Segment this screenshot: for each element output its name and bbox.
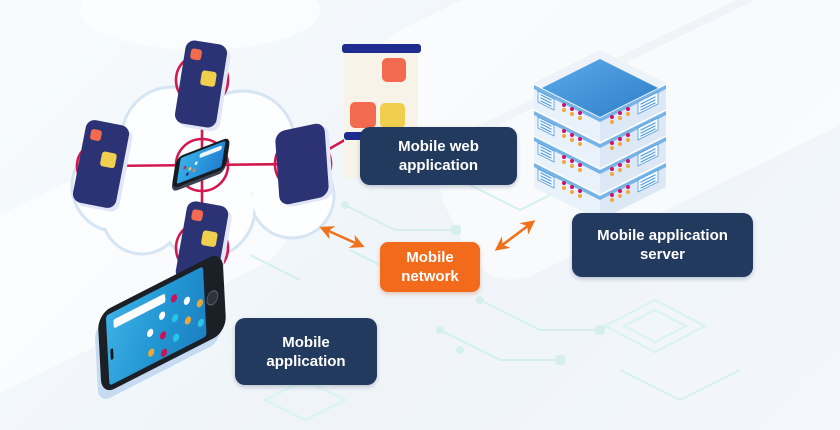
hub-phone-screen: [176, 140, 226, 185]
hub-dot: [188, 166, 192, 172]
label-mobile-network: Mobile network: [380, 242, 480, 292]
hub-phone-statusbar: [199, 145, 223, 159]
hub-dot: [192, 168, 196, 173]
server-body: [533, 50, 667, 221]
smartphone-home-button: [206, 287, 219, 308]
app-dot: [170, 292, 178, 304]
app-tile-yellow: [200, 230, 219, 248]
arrow-cloud-network: [319, 226, 365, 248]
app-dot: [196, 297, 204, 309]
label-text: Mobile web application: [398, 138, 479, 174]
app-dot: [147, 347, 155, 359]
web-app-card-header: [342, 44, 421, 53]
app-dot: [172, 332, 180, 344]
app-dot: [197, 317, 205, 329]
network-phone-top: [173, 39, 229, 129]
card-tile-yellow: [380, 103, 405, 128]
app-tile-orange: [189, 48, 203, 61]
network-phone-right: [274, 121, 330, 207]
network-phone-left: [71, 118, 131, 210]
app-dot: [160, 347, 168, 359]
app-dot: [171, 312, 179, 324]
app-tile-orange: [190, 208, 204, 222]
arrow-network-server: [494, 220, 536, 251]
app-tile-orange: [89, 128, 103, 142]
app-dot: [158, 310, 166, 322]
label-mobile-application: Mobile application: [235, 318, 377, 385]
label-mobile-web-application: Mobile web application: [360, 127, 517, 185]
card-tile-orange: [382, 58, 406, 82]
label-text: Mobile application server: [597, 227, 728, 263]
app-tile-yellow: [199, 70, 218, 88]
app-dot: [183, 295, 191, 307]
label-mobile-application-server: Mobile application server: [572, 213, 753, 277]
card-tile-orange: [350, 102, 376, 128]
app-tile-yellow: [99, 151, 118, 169]
smartphone-screen: [105, 266, 207, 386]
hub-dot: [185, 171, 190, 177]
label-text: Mobile application: [266, 333, 346, 370]
server-top-panel: [542, 59, 658, 117]
application-server-illustration: [533, 50, 667, 221]
app-dot: [184, 315, 192, 326]
smartphone-searchbar: [113, 293, 166, 329]
hub-dot: [183, 165, 187, 170]
label-text: Mobile network: [401, 249, 459, 285]
smartphone-illustration: [97, 250, 227, 396]
app-dot: [146, 327, 154, 339]
hub-dot: [194, 161, 198, 166]
network-hub-phone: [171, 136, 231, 190]
smartphone-speaker: [110, 347, 114, 361]
app-dot: [159, 329, 167, 341]
